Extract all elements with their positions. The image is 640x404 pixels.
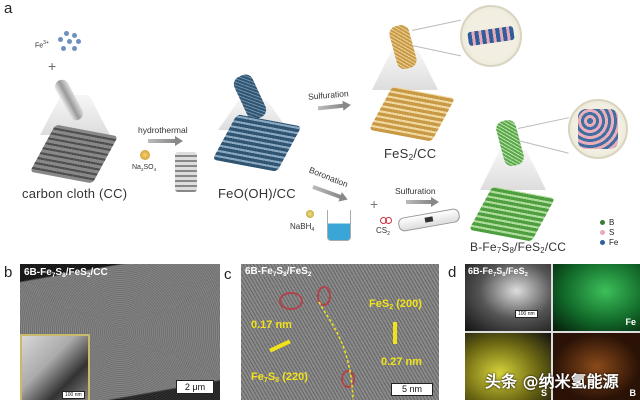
- fe-map-label: Fe: [625, 317, 636, 327]
- defect-ring: [317, 286, 331, 306]
- panel-d-title: 6B-Fe7S8/FeS2: [468, 266, 528, 278]
- hydrothermal-label: hydrothermal: [138, 125, 188, 135]
- sulfuration-arrow-top: [317, 103, 345, 111]
- tube-furnace-icon: [397, 207, 461, 233]
- zoom-line: [517, 117, 569, 129]
- fe-map: Fe: [553, 264, 640, 331]
- carbon-cloth-label: carbon cloth (CC): [22, 186, 128, 201]
- watermark: 头条 @纳米氢能源: [485, 372, 619, 391]
- zoom-line: [411, 19, 462, 31]
- panel-c-title: 6B-Fe7S8/FeS2: [245, 266, 312, 278]
- panel-b-letter: b: [4, 264, 13, 281]
- legend-item-s: S: [600, 228, 618, 238]
- iron-dot-icon: [600, 240, 605, 245]
- boron-dot-icon: [600, 220, 605, 225]
- cs2-molecule-icon: [380, 217, 392, 224]
- d-spacing-right: 0.27 nm: [381, 356, 422, 368]
- sulfur-dot-icon: [600, 230, 605, 235]
- nabh4-molecule-icon: [306, 210, 314, 218]
- boronation-arrow: [312, 184, 342, 200]
- na2so4-label: Na2SO4: [132, 164, 157, 172]
- hydrothermal-arrow: [148, 136, 183, 146]
- legend-item-b: B: [600, 218, 618, 228]
- autoclave-icon: [175, 152, 197, 192]
- fes2-cloth-icon: [368, 86, 456, 142]
- final-atomic-structure-icon: [568, 99, 628, 159]
- hrtem-image: 6B-Fe7S8/FeS2 0.17 nm Fe7S8 (220) FeS2 (…: [241, 264, 439, 400]
- defect-ring: [279, 292, 303, 310]
- feooh-cc-label: FeO(OH)/CC: [218, 186, 296, 201]
- final-cloth-icon: [468, 186, 556, 242]
- beaker-icon: [327, 210, 351, 241]
- sem-image: 6B-Fe7S8/FeS2/CC 100 nm 2 μm: [20, 264, 220, 400]
- fe-ion-label: Fe3+: [35, 40, 49, 50]
- haadf-scalebar: 100 nm: [515, 310, 538, 318]
- haadf-image: 6B-Fe7S8/FeS2 100 nm: [465, 264, 551, 331]
- panel-a-letter: a: [4, 0, 13, 17]
- s-map-label: S: [540, 388, 547, 398]
- plus-sign: +: [48, 58, 57, 74]
- plane-label-left: Fe7S8 (220): [251, 371, 308, 384]
- tem-inset-image: 100 nm: [20, 334, 90, 400]
- element-legend: B S Fe: [600, 218, 618, 248]
- fes2-cc-label: FeS2/CC: [384, 146, 437, 162]
- defect-ring: [341, 370, 355, 388]
- grain-boundary-line: [318, 301, 354, 400]
- lattice-marker-right: [393, 322, 397, 344]
- b-map: B: [553, 333, 640, 400]
- b-map-label: B: [629, 388, 637, 398]
- plus-sign: +: [370, 196, 379, 212]
- na2so4-molecule-icon: [140, 150, 150, 160]
- fes2-atomic-structure-icon: [460, 5, 522, 67]
- d-spacing-left: 0.17 nm: [251, 319, 292, 331]
- inset-scalebar: 100 nm: [62, 391, 85, 399]
- cs2-label: CS2: [376, 226, 391, 237]
- legend-item-fe: Fe: [600, 238, 618, 248]
- nabh4-label: NaBH4: [290, 222, 315, 233]
- s-map: S: [465, 333, 551, 400]
- final-product-label: B-Fe7S8/FeS2/CC: [470, 240, 567, 255]
- eds-mapping-grid: 6B-Fe7S8/FeS2 100 nm Fe S B 头条 @纳米氢能源: [465, 264, 640, 400]
- fe-ion-cluster-icon: [58, 31, 84, 53]
- panel-b-title: 6B-Fe7S8/FeS2/CC: [24, 267, 108, 279]
- plane-label-right: FeS2 (200): [369, 298, 422, 311]
- panel-d-letter: d: [448, 264, 457, 281]
- sulfuration-label-bottom: Sulfuration: [395, 186, 436, 196]
- sem-scalebar: 2 μm: [176, 380, 214, 394]
- sulfuration-arrow-bottom: [406, 197, 439, 207]
- hrtem-scalebar: 5 nm: [391, 383, 433, 396]
- panel-c-letter: c: [224, 266, 232, 283]
